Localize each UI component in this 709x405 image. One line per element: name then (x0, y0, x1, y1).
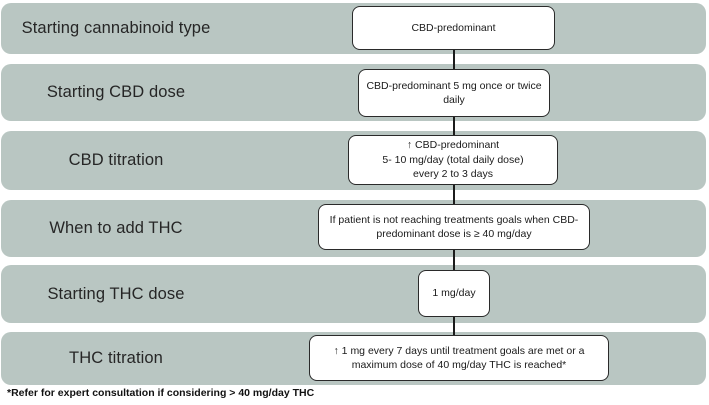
row-label-cbd-titration: CBD titration (68, 151, 164, 169)
band-starting-thc-dose: Starting THC dose (1, 265, 706, 323)
node-when-to-add-thc: If patient is not reaching treatments go… (318, 204, 590, 250)
row-label-when-to-add-thc: When to add THC (49, 219, 183, 237)
connector-line (453, 315, 455, 337)
node-starting-thc-dose: 1 mg/day (418, 270, 490, 317)
row-label-starting-thc-dose: Starting THC dose (47, 284, 185, 303)
node-text-line: maximum dose of 40 mg/day THC is reached… (351, 359, 567, 371)
node-text-line: If patient is not reaching treatments go… (329, 213, 579, 226)
node-starting-cbd-dose: CBD-predominant 5 mg once or twice daily (358, 69, 550, 117)
node-text-line: 5- 10 mg/day (total daily dose) (382, 153, 524, 166)
footnote: *Refer for expert consultation if consid… (7, 387, 315, 399)
row-label-starting-cannabinoid-type: Starting cannabinoid type (21, 19, 211, 37)
node-text-line: 1 mg/day (432, 287, 476, 300)
node-text-line: every 2 to 3 days (413, 168, 493, 181)
node-text-line: CBD-predominant 5 mg once or twice (366, 79, 542, 92)
connector-line (453, 115, 455, 137)
node-text-line: predominant dose is ≥ 40 mg/day (376, 228, 532, 240)
connector-line (453, 48, 455, 71)
node-text-line: CBD-predominant (411, 21, 496, 34)
row-label-thc-titration: THC titration (69, 349, 163, 367)
row-label-starting-cbd-dose: Starting CBD dose (46, 83, 186, 101)
connector-line (453, 248, 455, 272)
band-starting-cbd-dose: Starting CBD dose (1, 64, 706, 121)
node-thc-titration: ↑ 1 mg every 7 days until treatment goal… (309, 335, 609, 381)
node-text-line: daily (443, 94, 465, 106)
connector-line (453, 183, 455, 206)
node-text-line: ↑ 1 mg every 7 days until treatment goal… (333, 344, 585, 357)
node-cbd-titration: ↑ CBD-predominant 5- 10 mg/day (total da… (348, 135, 558, 185)
node-text-line: ↑ CBD-predominant (406, 139, 500, 152)
node-starting-cannabinoid-type: CBD-predominant (352, 6, 555, 50)
